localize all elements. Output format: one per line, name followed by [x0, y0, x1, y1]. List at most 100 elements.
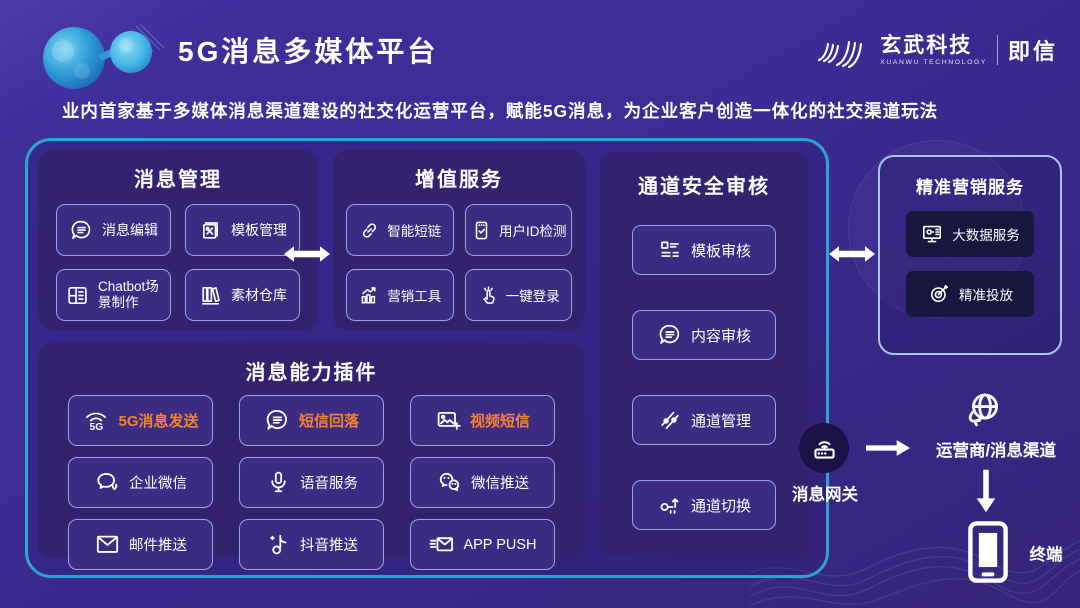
chip-label: 素材仓库 [231, 287, 287, 303]
gateway-label: 消息网关 [792, 486, 858, 504]
big-data-icon [923, 225, 942, 243]
chip-label: 5G消息发送 [118, 413, 199, 430]
chip-label: Chatbot场景制作 [98, 279, 159, 310]
terminal-label: 终端 [1029, 546, 1063, 564]
chip-label: 短信回落 [298, 413, 359, 430]
chip-video-sms: 视频短信 [410, 395, 555, 446]
chip-label: 邮件推送 [129, 538, 187, 554]
template-manage-icon [202, 221, 218, 239]
5g-send-icon: 5G [86, 412, 107, 433]
bidirectional-arrow-right [829, 246, 875, 262]
chip-label: 智能短链 [387, 224, 442, 239]
panel-message-management: 消息管理 消息编辑 模板管理 Chatbot场景制作 素材仓库 [38, 150, 318, 330]
chip-label: 消息编辑 [102, 222, 158, 238]
terminal-phone-icon [968, 521, 1008, 583]
chip-content-audit: 内容审核 [632, 310, 776, 360]
chip-chatbot-scene: Chatbot场景制作 [56, 269, 171, 321]
product-brand: 即信 [1007, 39, 1058, 64]
chip-label: 抖音推送 [300, 538, 358, 554]
chip-user-id-check: 用户ID检测 [464, 204, 572, 256]
svg-text:5G: 5G [90, 422, 104, 433]
user-id-check-icon [475, 221, 488, 239]
chip-label: 大数据服务 [952, 228, 1020, 243]
chip-one-tap-login: 一键登录 [464, 269, 572, 321]
chip-app-push: APP PUSH [410, 519, 555, 570]
chip-label: 一键登录 [505, 289, 560, 304]
chip-label: 内容审核 [690, 327, 751, 345]
brand-divider [996, 35, 998, 65]
template-audit-icon [661, 241, 679, 257]
channel-manage-icon [661, 411, 679, 430]
material-warehouse-icon [201, 286, 220, 305]
chip-sms-fallback: 短信回落 [239, 395, 384, 446]
wechat-push-icon [439, 472, 460, 491]
chip-label: APP PUSH [463, 536, 537, 553]
one-tap-login-icon [483, 285, 495, 304]
message-edit-icon [71, 220, 91, 239]
down-arrow [976, 469, 996, 513]
carrier-globe-icon [968, 393, 999, 427]
bidirectional-arrow-left [284, 246, 330, 262]
panel-title: 消息能力插件 [245, 362, 378, 384]
panel-title: 精准营销服务 [916, 178, 1024, 197]
panel-title: 增值服务 [415, 169, 503, 191]
chip-smart-shortlink: 智能短链 [346, 204, 454, 256]
wecom-icon [97, 473, 118, 491]
company-brand: 玄武科技 XUANWU TECHNOLOGY 即信 [816, 30, 1058, 70]
chip-douyin-push: 抖音推送 [239, 519, 384, 570]
chip-label: 通道切换 [690, 497, 751, 515]
subtitle: 业内首家基于多媒体消息渠道建设的社交化运营平台，赋能5G消息，为企业客户创造一体… [61, 101, 939, 121]
chip-label: 精准投放 [959, 288, 1013, 303]
app-push-icon [430, 537, 454, 552]
precision-delivery-icon [930, 284, 949, 303]
chip-template-audit: 模板审核 [632, 225, 776, 275]
right-arrow [866, 440, 910, 456]
carrier-label: 运营商/消息渠道 [935, 442, 1057, 460]
chip-template-manage: 模板管理 [185, 204, 300, 256]
panel-message-plugins: 消息能力插件 5G 5G消息发送 短信回落 视频短信 企业微信 语音服务 [38, 343, 585, 570]
panel-title: 消息管理 [134, 169, 222, 191]
panel-title: 通道安全审核 [638, 176, 770, 198]
chip-channel-switch: 通道切换 [632, 480, 776, 530]
chip-big-data: 大数据服务 [906, 211, 1034, 257]
chip-message-edit: 消息编辑 [56, 204, 171, 256]
chip-5g-send: 5G 5G消息发送 [68, 395, 213, 446]
company-name: 玄武科技 [880, 33, 973, 57]
chip-label: 企业微信 [129, 476, 187, 492]
chip-label: 模板管理 [231, 222, 287, 238]
platform-logo-bubbles [43, 23, 165, 89]
xuanwu-waves-icon [818, 40, 863, 69]
chip-label: 用户ID检测 [499, 224, 567, 239]
smart-shortlink-icon [363, 222, 377, 238]
chip-wecom: 企业微信 [68, 457, 213, 508]
content-audit-icon [659, 324, 680, 344]
chatbot-scene-icon [68, 286, 87, 304]
company-name-en: XUANWU TECHNOLOGY [880, 58, 987, 66]
page-title: 5G消息多媒体平台 [178, 36, 439, 67]
chip-mail-push: 邮件推送 [68, 519, 213, 570]
wave-decoration [750, 540, 1080, 607]
video-sms-icon [437, 411, 461, 430]
chip-label: 通道管理 [690, 412, 751, 430]
chip-precision-delivery: 精准投放 [906, 271, 1034, 317]
sms-fallback-icon [266, 410, 287, 430]
marketing-tools-icon [361, 286, 376, 304]
panel-value-added-services: 增值服务 智能短链 用户ID检测 营销工具 一键登录 [333, 150, 585, 330]
message-gateway-node [799, 423, 849, 473]
chip-wechat-push: 微信推送 [410, 457, 555, 508]
voice-service-icon [271, 471, 286, 493]
mail-push-icon [96, 535, 119, 553]
douyin-push-icon [270, 534, 287, 555]
gateway-router-icon [813, 440, 835, 459]
panel-precision-marketing: 精准营销服务 大数据服务 精准投放 [878, 155, 1062, 355]
chip-marketing-tools: 营销工具 [346, 269, 454, 321]
channel-switch-icon [660, 498, 679, 514]
chip-channel-manage: 通道管理 [632, 395, 776, 445]
chip-label: 营销工具 [387, 289, 442, 304]
chip-material-warehouse: 素材仓库 [185, 269, 300, 321]
chip-label: 语音服务 [300, 476, 358, 492]
chip-label: 微信推送 [471, 476, 529, 492]
chip-label: 模板审核 [690, 242, 751, 260]
panel-channel-security-audit: 通道安全审核 模板审核 内容审核 通道管理 通道切换 [600, 152, 808, 556]
